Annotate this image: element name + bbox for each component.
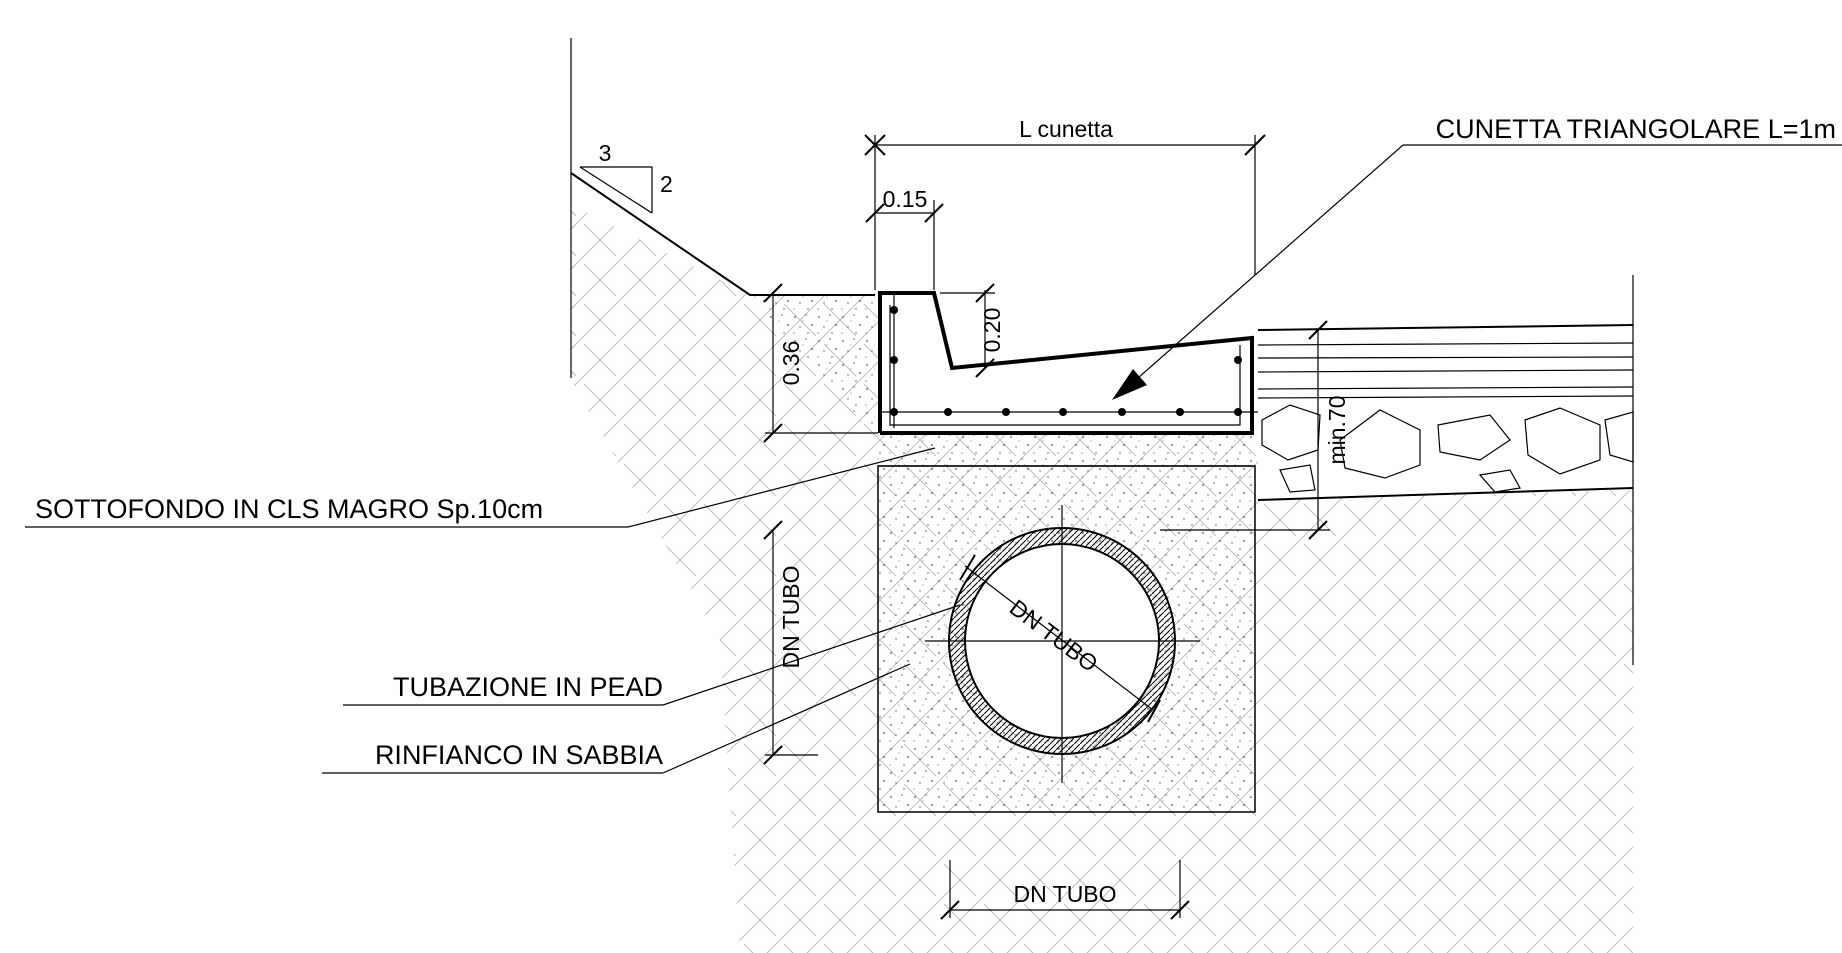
- cunetta-label: CUNETTA TRIANGOLARE L=1m: [1436, 114, 1836, 144]
- sottofondo-label: SOTTOFONDO IN CLS MAGRO Sp.10cm: [35, 494, 543, 524]
- concrete-fill-left: [750, 295, 875, 432]
- l-cunetta-label: L cunetta: [1019, 116, 1113, 142]
- slope-run-label: 3: [599, 140, 612, 166]
- rinfianco-label: RINFIANCO IN SABBIA: [375, 740, 663, 770]
- dim-dn-left-label: DN TUBO: [778, 565, 804, 668]
- leader-sottofondo: SOTTOFONDO IN CLS MAGRO Sp.10cm: [25, 447, 936, 528]
- dim-min70-label: min.70: [1324, 395, 1350, 464]
- dim-015: 0.15: [865, 186, 944, 290]
- dim-020: 0.20: [940, 283, 1005, 378]
- dim-036-label: 0.36: [778, 341, 804, 386]
- slope-rise-label: 2: [660, 171, 673, 197]
- dim-l-cunetta: L cunetta: [864, 116, 1266, 290]
- rebar-dots: [880, 295, 1258, 428]
- dim-020-label: 0.20: [979, 308, 1005, 353]
- tubazione-label: TUBAZIONE IN PEAD: [393, 672, 663, 702]
- leader-cunetta: CUNETTA TRIANGOLARE L=1m: [1112, 114, 1842, 400]
- dim-dn-left: DN TUBO: [763, 520, 818, 765]
- dim-dn-bottom: DN TUBO: [940, 860, 1190, 920]
- dim-015-label: 0.15: [883, 186, 928, 212]
- slope-indicator: 3 2: [579, 140, 673, 214]
- dim-min70: min.70: [1160, 320, 1350, 540]
- triangular-channel: [878, 291, 1258, 435]
- road-layers: [1257, 342, 1634, 493]
- leader-rinfianco: RINFIANCO IN SABBIA: [322, 663, 911, 774]
- dim-036: 0.36: [763, 283, 878, 443]
- leader-tubazione: TUBAZIONE IN PEAD: [343, 604, 961, 706]
- dim-dn-bottom-label: DN TUBO: [1013, 881, 1116, 907]
- lean-concrete-base: [878, 433, 1255, 467]
